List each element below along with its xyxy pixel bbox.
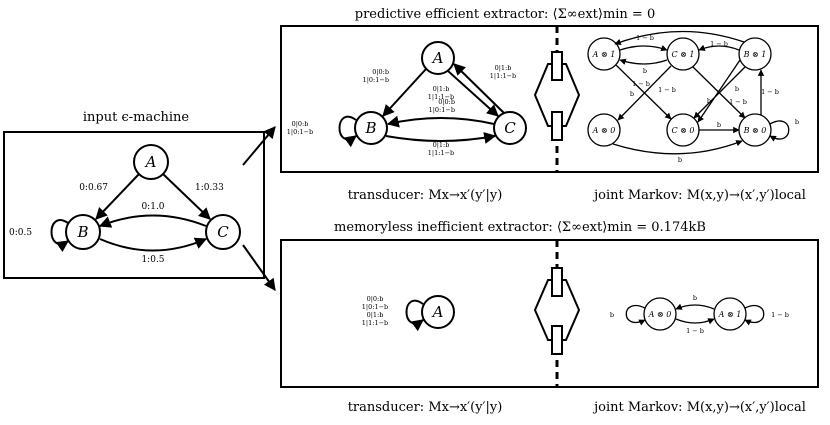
top-edge-a-c (447, 70, 499, 117)
joint-node-a1-label: A ⊗ 1 (592, 50, 616, 59)
top-ca-label-2: 1|0:1−b (429, 106, 455, 114)
joint-edge-label: 1 − b (636, 34, 654, 42)
input-edge-b-loop (50, 219, 69, 253)
input-edge-ab-label: 0:0.67 (79, 183, 108, 193)
top-edge-b-c (385, 132, 497, 144)
top-ab-label-2: 1|0:1−b (363, 76, 389, 84)
top-ab-label-1: 0|0:b (372, 68, 389, 76)
top-divider-hourglass-icon (533, 51, 581, 141)
joint-node-b0-label: B ⊗ 0 (743, 126, 767, 135)
top-joint-caption: joint Markov: M(x,y)→(x′,y′)local (592, 188, 806, 203)
top-node-a-label: A (431, 49, 444, 67)
top-joint-graph (587, 30, 790, 155)
input-node-c-circle (205, 214, 241, 250)
joint-edge-label: b (630, 90, 634, 98)
bottom-transducer-graph (405, 295, 455, 332)
joint-node-a1-circle (587, 37, 621, 71)
joint-edge-label: b (643, 67, 647, 75)
bottom-divider-hourglass-icon (533, 267, 581, 355)
input-node-a-label: A (144, 153, 157, 171)
bottom-loop-label-4: 1|1:1−b (362, 319, 388, 327)
top-ca-label-1: 0|0:b (438, 98, 455, 106)
top-cb2-label-1: 0|1:b (433, 141, 450, 149)
bottom-joint-caption: joint Markov: M(x,y)→(x′,y′)local (592, 400, 806, 415)
top-edge-c-a (453, 63, 505, 114)
input-node-b-label: B (76, 223, 88, 241)
top-edge-a-b (382, 68, 427, 117)
joint-edge-label: b (795, 118, 799, 126)
bottom-joint-a0-circle (643, 297, 677, 331)
bottom-joint-a0-label: A ⊗ 0 (648, 310, 672, 319)
bottom-joint-edge-label: 1 − b (686, 327, 704, 335)
bottom-edge-a-loop (405, 299, 424, 332)
joint-edge-label: 1 − b (658, 86, 676, 94)
joint-edge-label: b (678, 156, 682, 164)
joint-node-c0-label: C ⊗ 0 (672, 126, 695, 135)
top-edge-b-loop (338, 115, 357, 148)
input-edge-a-c (162, 173, 211, 220)
top-node-c-label: C (504, 119, 516, 137)
joint-node-c1-circle (666, 37, 700, 71)
input-edge-bb-label: 0:0.5 (9, 228, 32, 238)
top-transducer-graph (338, 41, 527, 148)
bottom-joint-graph (625, 297, 765, 331)
joint-node-a0-circle (587, 113, 621, 147)
top-cb2-label-2: 1|1:1−b (428, 149, 454, 157)
top-node-c-circle (493, 111, 527, 145)
top-bb-label-1: 0|0:b (292, 120, 309, 128)
top-cb-label-1: 0|1:b (433, 85, 450, 93)
top-cb-label-2: 1|1:1−b (428, 93, 454, 101)
joint-edge-label: 1 − b (632, 80, 650, 88)
input-node-b-circle (65, 214, 101, 250)
top-panel-title: predictive efficient extractor: ⟨Σ∞ext⟩m… (355, 7, 655, 22)
joint-node-b1-label: B ⊗ 1 (743, 50, 767, 59)
top-panel (280, 25, 819, 173)
bottom-joint-edge-label: b (610, 311, 614, 319)
input-edge-c-b (98, 214, 207, 228)
input-machine-graph (50, 144, 241, 253)
top-transducer-caption: transducer: Mx→x′(y′|y) (348, 188, 503, 203)
input-edge-a-b (95, 173, 140, 220)
bottom-loop-label-1: 0|0:b (367, 295, 384, 303)
top-node-a-circle (421, 41, 455, 75)
input-edge-b-c (99, 237, 208, 252)
top-edge-c-b (386, 115, 495, 128)
bottom-joint-edge-label: 1 − b (771, 311, 789, 319)
top-bb-label-2: 1|0:1−b (287, 128, 313, 136)
joint-edge-label: b (735, 85, 739, 93)
bottom-transducer-caption: transducer: Mx→x′(y′|y) (348, 400, 503, 415)
bottom-panel-title: memoryless inefficient extractor: ⟨Σ∞ext… (334, 220, 706, 235)
bottom-loop-label-3: 0|1:b (367, 311, 384, 319)
bottom-joint-a1-label: A ⊗ 1 (718, 310, 742, 319)
top-node-b-label: B (364, 119, 376, 137)
input-machine-panel (3, 131, 265, 279)
input-edge-cb-label: 0:1.0 (141, 202, 164, 212)
joint-edge-label: b (707, 97, 711, 105)
joint-edge-label: 1 − b (710, 40, 728, 48)
input-edge-ac-label: 1:0.33 (195, 183, 224, 193)
top-ac-label-1: 0|1:b (495, 64, 512, 72)
input-node-a-circle (133, 144, 169, 180)
bottom-panel (280, 239, 819, 388)
bottom-loop-label-2: 1|0:1−b (362, 303, 388, 311)
joint-edge-label: 1 − b (729, 98, 747, 106)
input-node-c-label: C (217, 223, 229, 241)
joint-node-c1-label: C ⊗ 1 (672, 50, 695, 59)
input-edge-bc-label: 1:0.5 (141, 255, 164, 265)
joint-node-b1-circle (738, 37, 772, 71)
top-ac-label-2: 1|1:1−b (490, 72, 516, 80)
bottom-node-a-label: A (431, 303, 444, 321)
arrow-to-top-panel (242, 126, 276, 166)
arrow-to-bottom-panel (242, 244, 276, 291)
joint-node-a0-label: A ⊗ 0 (592, 126, 616, 135)
input-caption: input ϵ-machine (83, 110, 190, 125)
joint-edge-label: 1 − b (761, 88, 779, 96)
bottom-joint-edge-label: b (693, 294, 697, 302)
bottom-node-a-circle (421, 295, 455, 329)
top-node-b-circle (354, 111, 388, 145)
joint-edge-label: b (717, 121, 721, 129)
bottom-joint-a1-circle (713, 297, 747, 331)
